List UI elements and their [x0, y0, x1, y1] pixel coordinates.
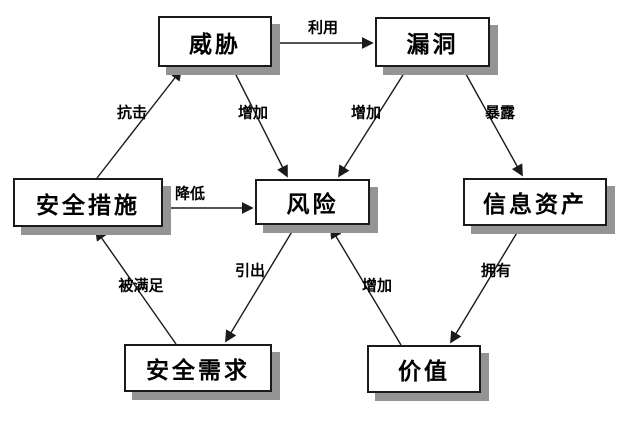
edge-label-reduce: 降低	[174, 184, 206, 203]
edge-threat-to-risk	[231, 66, 288, 178]
edge-label-increase-threat-risk: 增加	[237, 103, 269, 122]
edge-security-measures-to-threat	[96, 68, 183, 179]
edge-value-to-risk	[330, 226, 402, 346]
edge-label-satisfied-by: 被满足	[118, 276, 164, 295]
edge-risk-to-security-requirements	[225, 224, 297, 343]
edge-security-requirements-to-security-measures	[94, 228, 177, 345]
node-threat: 威胁	[158, 16, 272, 67]
edge-label-derive: 引出	[234, 261, 266, 280]
edge-label-increase-value-risk: 增加	[361, 276, 393, 295]
node-security-measures: 安全措施	[13, 178, 163, 227]
node-security-requirements: 安全需求	[124, 344, 272, 392]
edge-label-expose: 暴露	[484, 103, 516, 122]
node-value: 价值	[367, 345, 481, 393]
node-information-assets: 信息资产	[463, 178, 607, 226]
edge-vulnerability-to-risk	[338, 66, 409, 178]
edge-label-exploit: 利用	[307, 18, 339, 37]
edge-vulnerability-to-information-assets	[461, 66, 523, 177]
edge-label-increase-vulnerability-risk: 增加	[350, 103, 382, 122]
edge-label-resist: 抗击	[116, 103, 148, 122]
edge-information-assets-to-value	[450, 225, 522, 344]
edge-label-own: 拥有	[480, 261, 512, 280]
node-vulnerability: 漏洞	[375, 17, 490, 67]
node-risk: 风险	[255, 179, 370, 225]
